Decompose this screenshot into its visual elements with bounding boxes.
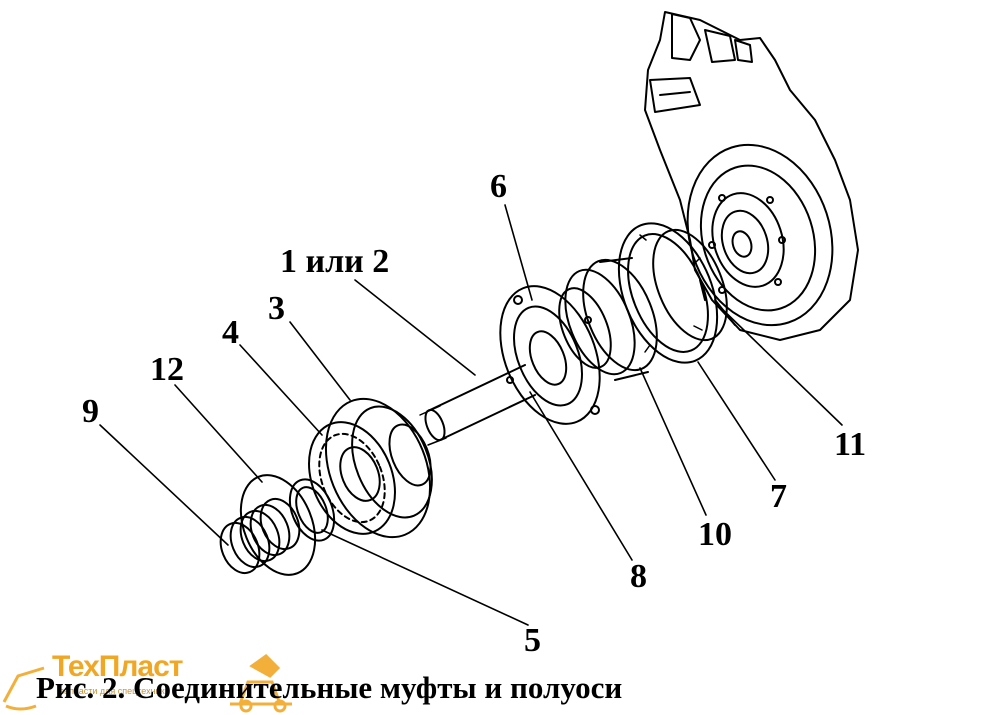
leader-3 <box>289 321 351 401</box>
ring-5 <box>288 478 336 542</box>
label-11: 11 <box>834 426 867 463</box>
leader-9 <box>99 424 229 546</box>
watermark-tagline: запчасти для спецтехники <box>60 686 170 696</box>
leader-12 <box>174 384 263 483</box>
watermark-logo <box>2 654 292 713</box>
leader-4 <box>239 344 323 436</box>
spring-9 <box>219 497 301 575</box>
label-8: 8 <box>630 558 647 595</box>
label-9: 9 <box>82 393 99 430</box>
label-10: 10 <box>698 516 732 553</box>
leader-8 <box>529 391 633 561</box>
leader-7 <box>697 361 776 481</box>
label-5: 5 <box>524 622 541 659</box>
label-4: 4 <box>222 314 239 351</box>
label-6: 6 <box>490 168 507 205</box>
watermark-name: ТехПласт <box>52 650 183 683</box>
flange-6 <box>499 285 601 425</box>
label-7: 7 <box>770 478 787 515</box>
label-3: 3 <box>268 290 285 327</box>
label-12: 12 <box>150 351 184 388</box>
coupling-hub-10 <box>558 257 658 381</box>
label-1: 1 или 2 <box>280 243 390 280</box>
snap-ring-12 <box>239 474 317 576</box>
seal-ring-7 <box>617 222 719 364</box>
gear-4 <box>308 421 396 535</box>
leader-11 <box>717 304 843 426</box>
gasket-11 <box>652 228 728 342</box>
coupling-3 <box>324 397 433 539</box>
half-shaft <box>419 364 536 446</box>
leader-5 <box>321 529 529 626</box>
leader-6 <box>504 204 533 301</box>
leader-10 <box>639 367 707 516</box>
excavator-icon <box>2 654 292 713</box>
figure-caption: Рис. 2. Соединительные муфты и полуоси <box>36 670 623 705</box>
leader-1 <box>354 279 476 376</box>
axle-housing <box>644 11 859 341</box>
leader-lines <box>99 204 843 626</box>
